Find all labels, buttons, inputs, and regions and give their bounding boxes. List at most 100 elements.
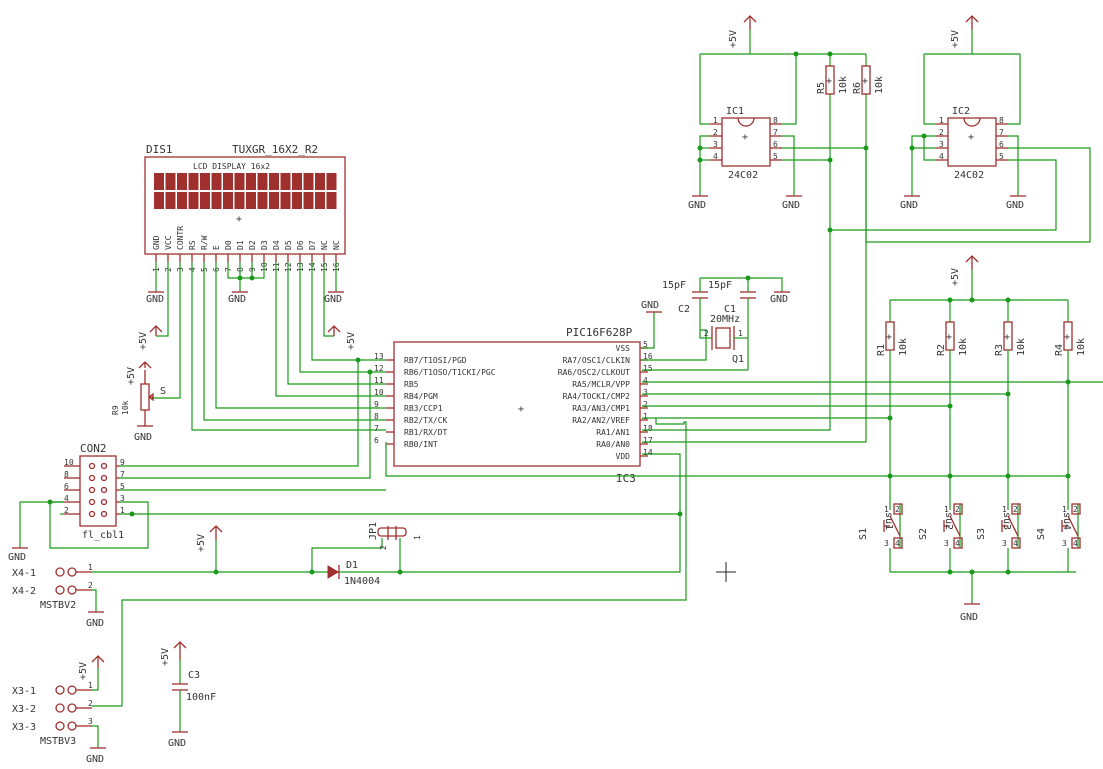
terminal-pin-name: X3-2 xyxy=(12,704,36,715)
pullup-name: R2 xyxy=(936,344,947,356)
terminal-pin-number: 2 xyxy=(88,699,93,708)
pullup-origin: + xyxy=(1004,332,1010,343)
con2-pin-hole xyxy=(88,462,96,470)
lcd-cell xyxy=(303,192,314,209)
lcd-cell xyxy=(177,192,187,209)
lcd-display: DIS1 TUXGR_16X2_R2 LCD DISPLAY 16x2 + GN… xyxy=(144,143,346,272)
lcd-pin-name: NC xyxy=(332,240,341,250)
junction xyxy=(249,275,255,281)
junction xyxy=(355,357,361,363)
switch-value: su1 xyxy=(883,512,894,530)
resistor-r6: + R6 10k xyxy=(852,65,885,95)
eeprom-pin-number: 6 xyxy=(999,140,1004,149)
lcd-cell xyxy=(188,192,199,209)
lcd-cell xyxy=(326,173,337,190)
wire xyxy=(385,442,1070,477)
wire xyxy=(642,330,749,371)
wire xyxy=(311,538,383,572)
terminal-pin-name: X3-3 xyxy=(12,722,36,733)
wire xyxy=(120,372,371,479)
pullup-origin: + xyxy=(946,332,952,343)
switch-pin-number: 1 xyxy=(884,505,889,514)
switch-pin-number: 1 xyxy=(1062,505,1067,514)
terminal-screw xyxy=(67,703,77,713)
r5-name: R5 xyxy=(816,82,827,94)
lcd-cell xyxy=(200,173,210,190)
wire xyxy=(92,418,687,707)
con2-pin-hole xyxy=(88,486,96,494)
pic-pin-number: 15 xyxy=(643,364,653,373)
switch-value: su3 xyxy=(1001,512,1012,530)
wire xyxy=(120,360,359,467)
q1-value: 20MHz xyxy=(710,314,740,325)
eeprom-pin-number: 4 xyxy=(939,152,944,161)
junction xyxy=(827,51,833,57)
gnd-label: GND xyxy=(641,300,659,311)
vcc-label: +5V xyxy=(346,332,357,350)
switch-contact xyxy=(889,515,901,537)
wire xyxy=(156,262,169,337)
wire xyxy=(642,312,655,349)
capacitor-c1: 15pF C1 xyxy=(708,278,756,330)
lcd-character-cells xyxy=(154,173,337,209)
vcc-label: +5V xyxy=(138,332,149,350)
lcd-caption: LCD DISPLAY 16x2 xyxy=(193,162,270,171)
vcc-label: +5V xyxy=(160,648,171,666)
switch-pin-number: 2 xyxy=(1073,505,1078,514)
ic2-origin-mark: + xyxy=(968,132,974,143)
wire xyxy=(299,262,386,373)
c1-value: 15pF xyxy=(708,280,732,291)
lcd-cell xyxy=(303,173,314,190)
c2-value: 15pF xyxy=(662,280,686,291)
lcd-pin-name: D1 xyxy=(236,240,245,250)
pic-pin-name: RA3/AN3/CMP1 xyxy=(572,404,630,413)
junction xyxy=(1005,569,1011,575)
r6-origin: + xyxy=(862,76,868,87)
gnd-label: GND xyxy=(146,294,164,305)
eeprom-pin-number: 7 xyxy=(999,128,1004,137)
terminal-pin-name: X4-1 xyxy=(12,568,36,579)
c1-name: C1 xyxy=(724,304,736,315)
lcd-cell xyxy=(292,192,302,209)
junction xyxy=(969,297,975,303)
pic-outline xyxy=(393,341,641,467)
lcd-cell xyxy=(200,192,210,209)
lcd-cell xyxy=(246,173,256,190)
wire xyxy=(699,54,710,125)
junction xyxy=(697,145,703,151)
d1-body xyxy=(327,565,339,579)
gnd-label: GND xyxy=(782,200,800,211)
vcc-lcd-2: +5V xyxy=(327,325,357,350)
junction xyxy=(827,157,833,163)
pic-pin-name: RB5 xyxy=(404,380,419,389)
r9-wiper-label: S xyxy=(160,386,166,397)
lcd-pin-name: D5 xyxy=(284,240,293,250)
pic-pin-name: RA7/OSC1/CLKIN xyxy=(563,356,631,365)
c3-name: C3 xyxy=(188,670,200,681)
terminal-screw xyxy=(67,585,77,595)
c2-name: C2 xyxy=(678,304,690,315)
pullup-origin: + xyxy=(886,332,892,343)
pic-name: IC3 xyxy=(616,472,636,485)
wire xyxy=(311,262,386,361)
con2-pin-hole xyxy=(100,474,108,482)
r5-origin: + xyxy=(826,76,832,87)
lcd-cell xyxy=(223,173,233,190)
wire xyxy=(215,262,386,409)
pic-pin-name: RA4/TOCKI/CMP2 xyxy=(563,392,631,401)
con2-pin-hole xyxy=(88,498,96,506)
lcd-wiring xyxy=(152,262,386,431)
pic-value: PIC16F628P xyxy=(566,326,633,339)
wire xyxy=(911,135,936,196)
lcd-cell xyxy=(315,192,325,209)
junction xyxy=(1005,473,1011,479)
pullup-name: R3 xyxy=(994,344,1005,356)
wire xyxy=(191,262,386,431)
terminal-pin-number: 2 xyxy=(88,581,93,590)
junction xyxy=(697,157,703,163)
gnd-label: GND xyxy=(324,294,342,305)
jumper-jp1: JP1 2 1 xyxy=(368,522,422,550)
switch-pin-box xyxy=(893,503,903,515)
eeprom-pin-number: 3 xyxy=(939,140,944,149)
